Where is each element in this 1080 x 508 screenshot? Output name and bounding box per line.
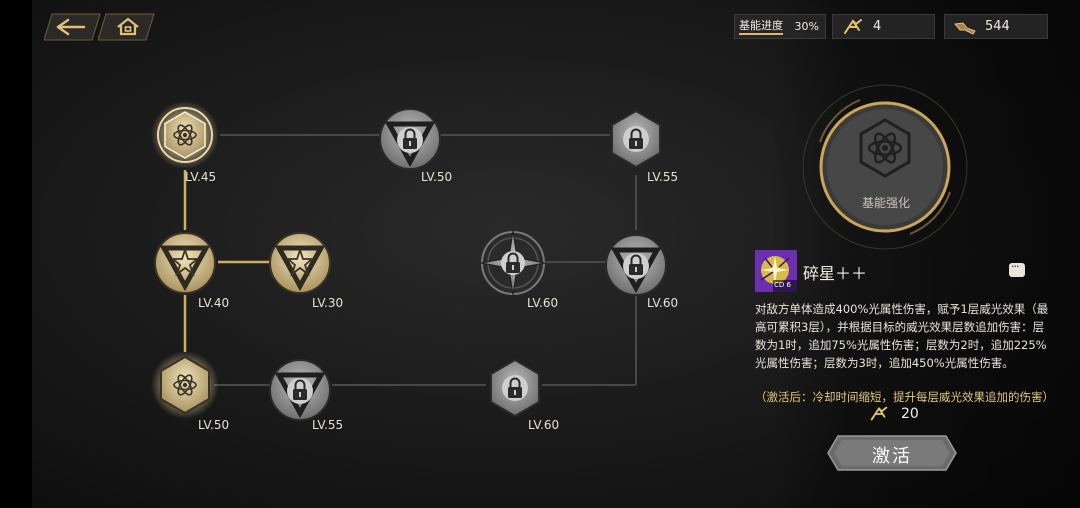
skill-icon[interactable] [755, 250, 797, 292]
locked-node-icon [379, 108, 441, 170]
node-level-label: LV.60 [527, 296, 559, 310]
atom-emblem-icon [802, 84, 968, 250]
tree-node-lv50-bottom[interactable] [150, 350, 220, 420]
back-arrow-icon [44, 13, 101, 41]
star-node-icon [269, 232, 331, 294]
tree-node-lv55-top[interactable] [601, 104, 671, 174]
node-level-label: LV.55 [647, 170, 679, 184]
home-button[interactable] [98, 12, 160, 42]
activate-label: 激活 [872, 446, 912, 467]
skill-emblem [800, 82, 970, 252]
tree-node-lv50-top[interactable] [375, 104, 445, 174]
atom-node-icon [151, 101, 219, 169]
locked-node-icon [605, 234, 667, 296]
activation-cost: 20 [901, 406, 919, 422]
node-level-label: LV.50 [198, 418, 230, 432]
skill-description: 对敌方单体造成400%光属性伤害，赋予1层威光效果（最高可累积3层），并根据目标… [755, 302, 1049, 370]
activate-button-frame [827, 435, 957, 471]
crystal-currency[interactable]: 4 [832, 14, 935, 39]
locked-node-icon [611, 109, 661, 169]
node-level-label: LV.60 [647, 296, 679, 310]
node-level-label: LV.45 [185, 170, 217, 184]
locked-star-node-icon [480, 230, 546, 296]
atom-node-icon [151, 351, 219, 419]
tree-node-lv30[interactable] [265, 228, 335, 298]
detail-panel-bg [770, 0, 1080, 508]
tree-node-lv60-right[interactable] [601, 230, 671, 300]
home-icon [98, 13, 155, 41]
tree-node-lv45[interactable] [150, 100, 220, 170]
emblem-label: 基能强化 [861, 196, 910, 210]
node-level-label: LV.55 [312, 418, 344, 432]
crystal-icon [870, 406, 888, 421]
skill-cooldown: CD 6 [774, 281, 791, 289]
tree-node-lv40[interactable] [150, 228, 220, 298]
tree-node-lv60-bottom[interactable] [480, 353, 550, 423]
shatter-star-icon [755, 250, 797, 292]
locked-node-icon [269, 359, 331, 421]
activate-button[interactable]: 激活 [826, 434, 958, 472]
locked-node-icon [490, 358, 540, 418]
node-level-label: LV.50 [421, 170, 453, 184]
fragment-count: 544 [985, 19, 1010, 34]
crystal-icon [844, 18, 862, 34]
skill-name: 碎星＋＋ [803, 264, 868, 283]
node-level-label: LV.60 [528, 418, 560, 432]
tree-node-lv55-bottom[interactable] [265, 355, 335, 425]
star-node-icon [154, 232, 216, 294]
activated-note: （激活后：冷却时间缩短，提升每层威光效果追加的伤害） [755, 390, 1054, 404]
back-button[interactable] [44, 12, 106, 42]
progress-display: 基能进度 30% [734, 14, 826, 39]
fragment-icon [954, 21, 976, 35]
tree-node-lv60-mid[interactable] [478, 228, 548, 298]
progress-label: 基能进度 [739, 19, 783, 35]
more-options-button[interactable] [1009, 263, 1025, 277]
progress-value: 30% [794, 20, 819, 33]
node-level-label: LV.30 [312, 296, 344, 310]
crystal-count: 4 [873, 19, 882, 34]
fragment-currency[interactable]: 544 [944, 14, 1048, 39]
node-level-label: LV.40 [198, 296, 230, 310]
ellipsis-icon: ··· [1011, 260, 1019, 273]
